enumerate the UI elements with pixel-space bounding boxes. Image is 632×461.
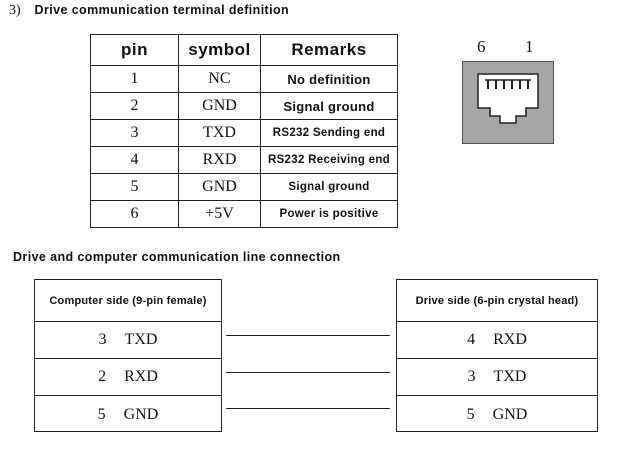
table-row: 3 TXD	[35, 322, 221, 359]
symbol-cell: RXD	[178, 146, 261, 174]
symbol-cell: GND	[178, 92, 261, 120]
remark-cell: Signal ground	[260, 173, 398, 201]
table-row: 4 RXD RS232 Receiving end	[90, 146, 398, 174]
symbol-cell: +5V	[178, 200, 261, 228]
table-row: 3 TXD RS232 Sending end	[90, 119, 398, 147]
remark-cell: RS232 Sending end	[260, 119, 398, 147]
section-title: Drive communication terminal definition	[34, 3, 290, 17]
rj-socket-icon	[477, 73, 539, 124]
connection-heading: Drive and computer communication line co…	[13, 250, 341, 264]
table-row: 5 GND	[397, 396, 597, 433]
wire-line	[226, 372, 390, 373]
table-row: 1 NC No definition	[90, 65, 398, 93]
pin-number: 3	[467, 368, 476, 385]
computer-side-table: Computer side (9-pin female) 3 TXD 2 RXD…	[34, 279, 222, 432]
table-row: 2 GND Signal ground	[90, 92, 398, 120]
drive-side-table: Drive side (6-pin crystal head) 4 RXD 3 …	[396, 279, 598, 432]
signal-name: RXD	[124, 368, 158, 385]
wire-line	[226, 335, 390, 336]
pin-column-header: pin	[90, 34, 179, 66]
connector-pin-6-label: 6	[477, 37, 486, 56]
pin-number: 5	[97, 405, 106, 423]
section-heading: 3) Drive communication terminal definiti…	[9, 3, 289, 19]
wire-line	[226, 408, 390, 409]
computer-side-header: Computer side (9-pin female)	[35, 280, 221, 322]
symbol-cell: TXD	[178, 119, 261, 147]
pin-cell: 2	[90, 92, 179, 120]
connector-pin-1-label: 1	[525, 37, 534, 56]
drive-side-header: Drive side (6-pin crystal head)	[397, 280, 597, 322]
table-row: 5 GND	[35, 396, 221, 433]
signal-name: GND	[123, 405, 159, 423]
pin-definition-table: pin symbol Remarks 1 NC No definition 2 …	[90, 34, 398, 228]
table-row: 4 RXD	[397, 322, 597, 359]
signal-name: GND	[492, 405, 528, 423]
signal-name: TXD	[493, 368, 527, 385]
pin-number: 2	[98, 368, 107, 385]
signal-name: RXD	[493, 331, 527, 348]
pin-cell: 6	[90, 200, 179, 228]
rj-connector-icon	[462, 61, 554, 144]
pin-number: 5	[466, 405, 475, 423]
pin-cell: 5	[90, 173, 179, 201]
symbol-column-header: symbol	[178, 34, 261, 66]
table-row: 6 +5V Power is positive	[90, 200, 398, 228]
symbol-cell: GND	[178, 173, 261, 201]
section-number: 3)	[9, 3, 21, 18]
pin-number: 3	[98, 331, 107, 348]
table-row: 5 GND Signal ground	[90, 173, 398, 201]
remarks-column-header: Remarks	[260, 34, 398, 66]
remark-cell: Power is positive	[260, 200, 398, 228]
pin-cell: 3	[90, 119, 179, 147]
signal-name: TXD	[124, 331, 158, 348]
pin-cell: 1	[90, 65, 179, 93]
table-row: 3 TXD	[397, 359, 597, 396]
pin-cell: 4	[90, 146, 179, 174]
remark-cell: Signal ground	[260, 92, 398, 120]
pin-table-header-row: pin symbol Remarks	[90, 34, 398, 66]
table-row: 2 RXD	[35, 359, 221, 396]
remark-cell: RS232 Receiving end	[260, 146, 398, 174]
pin-number: 4	[467, 331, 476, 348]
symbol-cell: NC	[178, 65, 261, 93]
remark-cell: No definition	[260, 65, 398, 93]
